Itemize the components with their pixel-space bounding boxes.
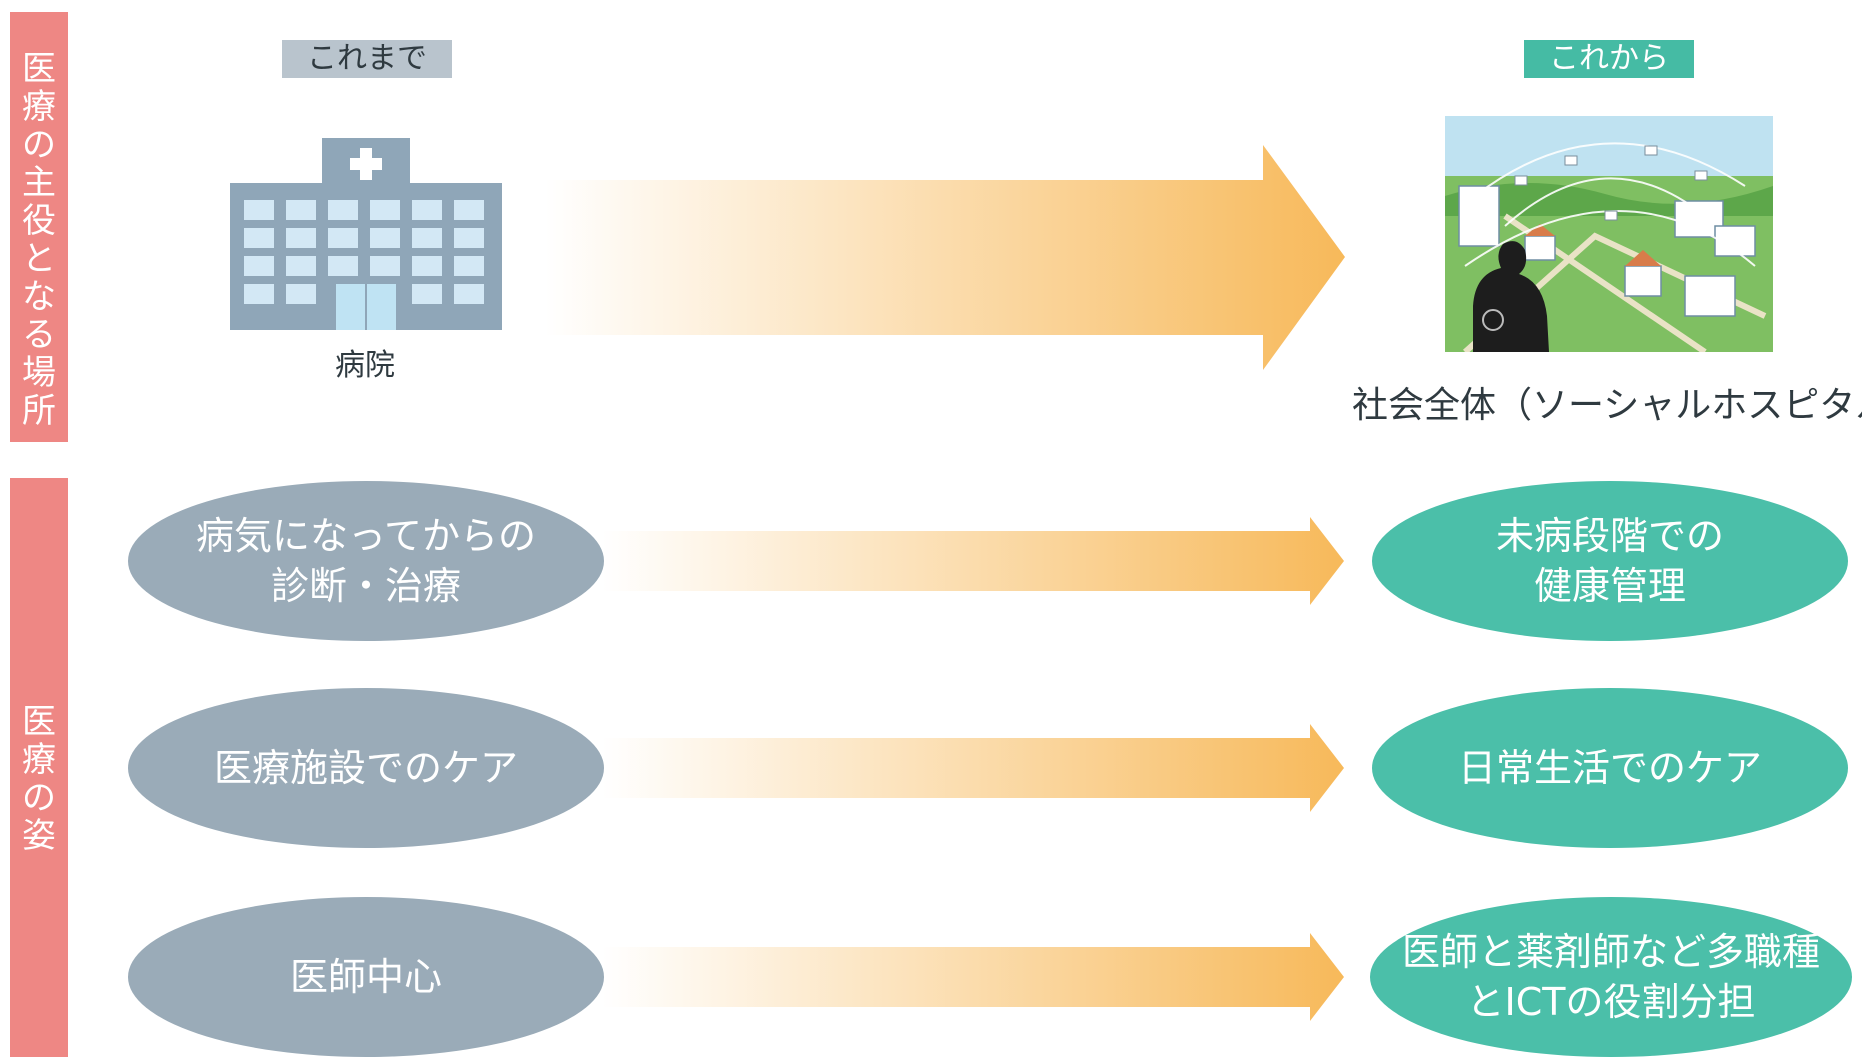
- side-label-char: と: [22, 239, 56, 279]
- side-label-char: 役: [22, 201, 56, 241]
- after-item-prevention: 未病段階での 健康管理: [1372, 481, 1848, 641]
- row-arrow: [602, 517, 1344, 605]
- oval-text-line: 健康管理: [1533, 564, 1686, 608]
- side-label-place: 医 療 の 主 役 と な る 場 所: [10, 12, 68, 442]
- side-label-char: 療: [22, 87, 56, 127]
- oval-text-line: 未病段階での: [1495, 514, 1724, 558]
- big-transition-arrow: [545, 145, 1345, 370]
- before-item-diagnosis: 病気になってからの 診断・治療: [128, 481, 604, 641]
- side-label-char: の: [22, 125, 56, 165]
- side-label-char: 姿: [22, 816, 56, 856]
- before-item-facility-care: 医療施設でのケア: [128, 688, 604, 848]
- side-label-char: 所: [22, 391, 56, 431]
- oval-text-line: 診断・治療: [270, 564, 461, 608]
- oval-text-line: 病気になってからの: [195, 514, 537, 558]
- oval-text-line: 医師と薬剤師など多職種: [1401, 930, 1820, 974]
- oval-text-line: 医療施設でのケア: [213, 746, 518, 790]
- side-label-char: 主: [22, 163, 56, 203]
- side-label-char: 療: [22, 740, 56, 780]
- social-hospital-city-illustration: [1445, 116, 1773, 352]
- social-hospital-label: 社会全体（ソーシャルホスピタル）: [1352, 385, 1862, 426]
- after-item-daily-care: 日常生活でのケア: [1372, 688, 1848, 848]
- hospital-label: 病院: [335, 348, 395, 383]
- side-label-form: 医 療 の 姿: [10, 478, 68, 1057]
- before-item-doctor-centric: 医師中心: [128, 897, 604, 1057]
- header-before-tag: これまで: [282, 40, 452, 78]
- oval-text-line: とICTの役割分担: [1466, 980, 1756, 1024]
- side-label-char: な: [22, 277, 56, 317]
- row-arrow: [602, 933, 1344, 1021]
- side-label-char: の: [22, 778, 56, 818]
- side-label-char: 医: [22, 702, 56, 742]
- oval-text-line: 医師中心: [289, 955, 442, 999]
- hospital-icon: [230, 138, 502, 330]
- row-arrow: [602, 724, 1344, 812]
- side-label-char: 場: [22, 353, 56, 393]
- after-item-role-sharing: 医師と薬剤師など多職種 とICTの役割分担: [1370, 897, 1852, 1057]
- side-label-char: る: [22, 315, 56, 355]
- oval-text-line: 日常生活でのケア: [1457, 746, 1762, 790]
- side-label-char: 医: [22, 49, 56, 89]
- header-after-tag: これから: [1524, 40, 1694, 78]
